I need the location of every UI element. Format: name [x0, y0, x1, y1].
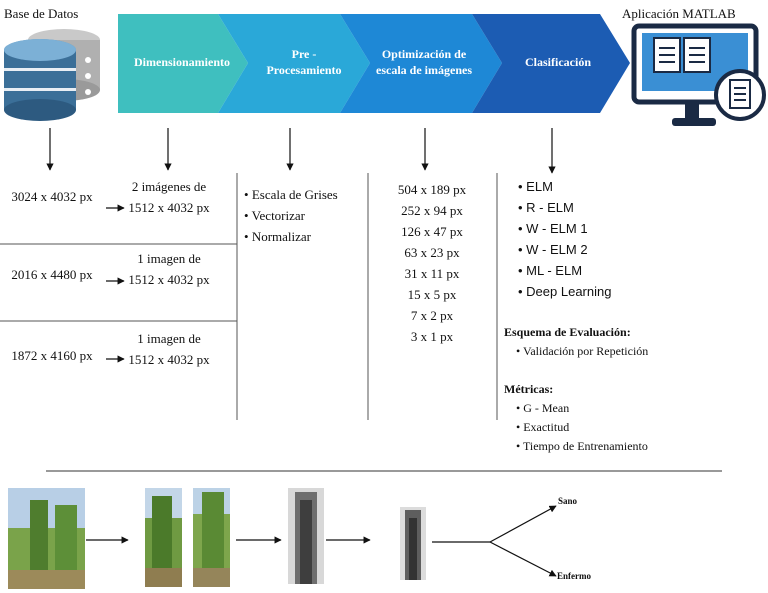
database-icon	[4, 29, 100, 121]
metrics-list: G - Mean Exactitud Tiempo de Entrenamien…	[516, 399, 648, 456]
stage-3-shape	[340, 14, 502, 113]
stage-optimizacion: Optimización de escala de imágenes	[376, 47, 472, 77]
scale-item: 126 x 47 px	[401, 224, 463, 239]
row-1-original: 3024 x 4032 px	[11, 189, 93, 204]
pipeline-band	[118, 14, 630, 113]
scale-item: 63 x 23 px	[404, 245, 460, 260]
metrics-title: Métricas:	[504, 382, 554, 396]
bottom-arrows	[86, 505, 557, 577]
monitor-icon	[631, 23, 766, 126]
model-list: ELM R - ELM W - ELM 1 W - ELM 2 ML - ELM…	[518, 176, 678, 302]
down-arrows	[46, 128, 556, 174]
metric-item: Exactitud	[516, 418, 648, 437]
scale-item: 31 x 11 px	[404, 266, 460, 281]
scale-item: 3 x 1 px	[410, 329, 454, 344]
app-label: Aplicación MATLAB	[622, 6, 736, 21]
output-healthy-label: Sano	[558, 496, 578, 506]
column-dividers	[0, 173, 498, 420]
scale-item: 504 x 189 px	[397, 182, 467, 197]
model-item: Deep Learning	[518, 281, 678, 302]
scale-item: 252 x 94 px	[401, 203, 463, 218]
stage-clasificacion: Clasificación	[525, 55, 591, 69]
evaluation-list: Validación por Repetición	[516, 342, 648, 361]
preprocessing-item: Vectorizar	[244, 205, 364, 226]
row-1-result: 2 imágenes de 1512 x 4032 px	[128, 179, 210, 215]
stage-preprocesamiento: Pre - Procesamiento	[266, 47, 342, 77]
stage-dimensionamiento: Dimensionamiento	[134, 55, 230, 69]
metric-item: G - Mean	[516, 399, 648, 418]
preprocessing-item: Escala de Grises	[244, 184, 364, 205]
output-diseased-label: Enfermo	[557, 571, 591, 581]
preprocessing-item: Normalizar	[244, 226, 364, 247]
row-2-result: 1 imagen de 1512 x 4032 px	[128, 251, 210, 287]
row-3-original: 1872 x 4160 px	[11, 348, 93, 363]
model-item: W - ELM 1	[518, 218, 678, 239]
row-arrows	[106, 204, 125, 363]
model-item: ELM	[518, 176, 678, 197]
evaluation-item: Validación por Repetición	[516, 342, 648, 361]
bottom-image-flow	[8, 488, 426, 589]
model-item: ML - ELM	[518, 260, 678, 281]
stage-4-shape	[472, 14, 630, 113]
model-item: R - ELM	[518, 197, 678, 218]
model-item: W - ELM 2	[518, 239, 678, 260]
scale-item: 15 x 5 px	[407, 287, 457, 302]
row-3-result: 1 imagen de 1512 x 4032 px	[128, 331, 210, 367]
evaluation-title: Esquema de Evaluación:	[504, 325, 631, 339]
row-2-original: 2016 x 4480 px	[11, 267, 93, 282]
stage-1-shape	[118, 14, 248, 113]
scale-list: 504 x 189 px 252 x 94 px 126 x 47 px 63 …	[376, 179, 488, 347]
metric-item: Tiempo de Entrenamiento	[516, 437, 648, 456]
preprocessing-list: Escala de Grises Vectorizar Normalizar	[244, 184, 364, 247]
database-label: Base de Datos	[4, 6, 79, 21]
scale-item: 7 x 2 px	[410, 308, 454, 323]
stage-2-shape	[218, 14, 370, 113]
